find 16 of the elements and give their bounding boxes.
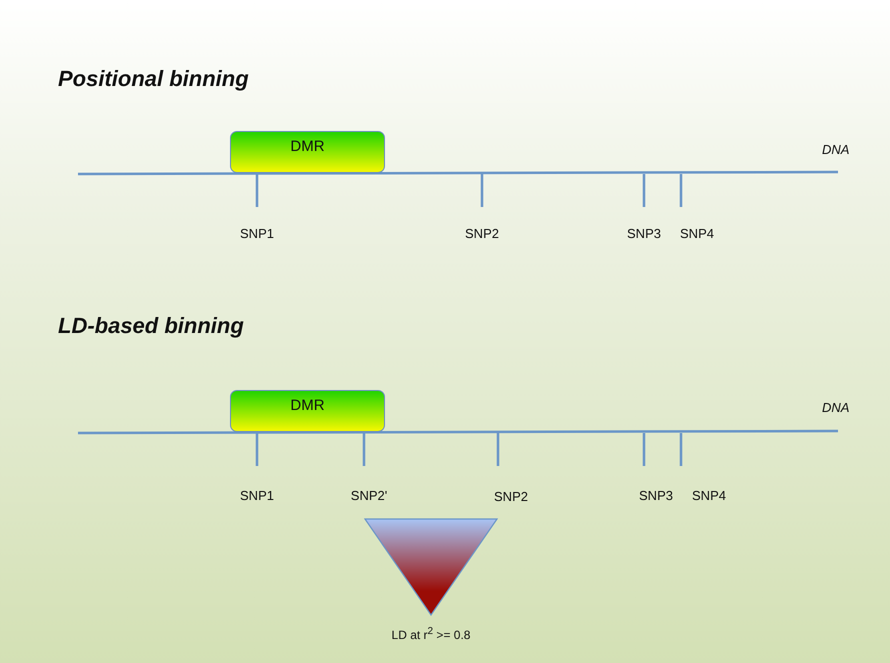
dna-label: DNA [822, 400, 850, 415]
region-box: DMR [230, 131, 385, 173]
snp-label: SNP2 [494, 489, 528, 504]
region-box: DMR [230, 390, 385, 432]
section-heading: Positional binning [58, 66, 249, 92]
node-label: LD at r$^{2}$ >= 0.8 [392, 626, 470, 642]
snp-label: SNP3 [639, 488, 673, 503]
dna-label: DNA [822, 142, 850, 157]
section-heading: LD-based binning [58, 313, 244, 339]
snp-label: SNP1 [240, 226, 274, 241]
snp-label: SNP3 [627, 226, 661, 241]
snp-label: SNP4 [692, 488, 726, 503]
snp-label: SNP2' [350, 488, 388, 503]
snp-label: SNP4 [680, 226, 714, 241]
snp-label: SNP2 [465, 226, 499, 241]
snp-label: SNP1 [240, 488, 274, 503]
